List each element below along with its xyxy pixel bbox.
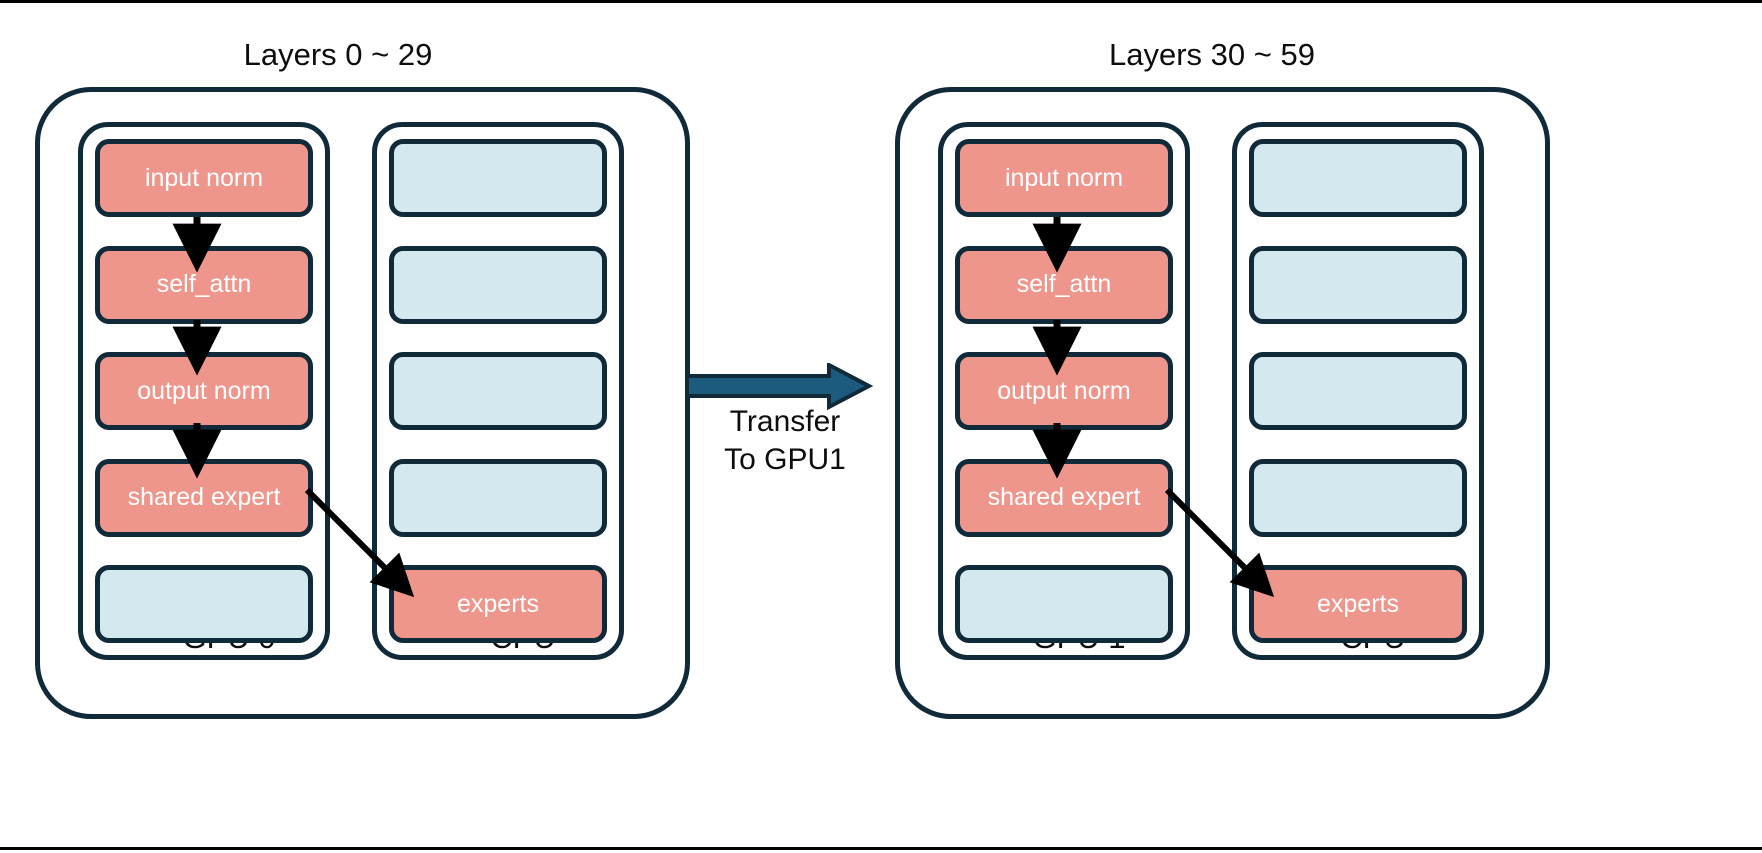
block-cpu-slot-4: [389, 458, 607, 537]
panel-right-title: Layers 30 ~ 59: [1109, 37, 1315, 72]
block-gpu-placeholder: [95, 565, 313, 643]
transfer-label-line1: Transfer: [729, 405, 841, 438]
block-cpu-slot-4: [1249, 458, 1467, 537]
block-shared-expert: shared expert: [955, 458, 1173, 537]
panel-left: Layers 0 ~ 29 input norm self_attn outpu…: [10, 3, 750, 853]
block-experts: experts: [389, 565, 607, 643]
transfer-arrow: [685, 363, 874, 411]
block-input-norm: input norm: [955, 139, 1173, 217]
block-experts: experts: [1249, 565, 1467, 643]
transfer-label: Transfer To GPU1: [690, 403, 880, 479]
panel-right: Layers 30 ~ 59 input norm self_attn outp…: [880, 3, 1620, 853]
panel-right-device-shell: input norm self_attn output norm shared …: [895, 87, 1550, 719]
block-self-attn: self_attn: [955, 245, 1173, 324]
block-cpu-slot-1: [389, 139, 607, 217]
block-cpu-slot-3: [1249, 352, 1467, 430]
block-self-attn: self_attn: [95, 245, 313, 324]
block-cpu-slot-1: [1249, 139, 1467, 217]
panel-left-title: Layers 0 ~ 29: [243, 37, 433, 72]
block-input-norm: input norm: [95, 139, 313, 217]
panel-right-gpu-column: input norm self_attn output norm shared …: [938, 122, 1190, 660]
block-output-norm: output norm: [95, 352, 313, 430]
block-cpu-slot-3: [389, 352, 607, 430]
panel-right-cpu-column: experts: [1232, 122, 1484, 660]
block-gpu-placeholder: [955, 565, 1173, 643]
block-cpu-slot-2: [1249, 245, 1467, 324]
block-cpu-slot-2: [389, 245, 607, 324]
panel-left-cpu-column: experts: [372, 122, 624, 660]
block-output-norm: output norm: [955, 352, 1173, 430]
block-shared-expert: shared expert: [95, 458, 313, 537]
panel-left-gpu-column: input norm self_attn output norm shared …: [78, 122, 330, 660]
panel-left-device-shell: input norm self_attn output norm shared …: [35, 87, 690, 719]
transfer-label-line2: To GPU1: [724, 442, 846, 476]
